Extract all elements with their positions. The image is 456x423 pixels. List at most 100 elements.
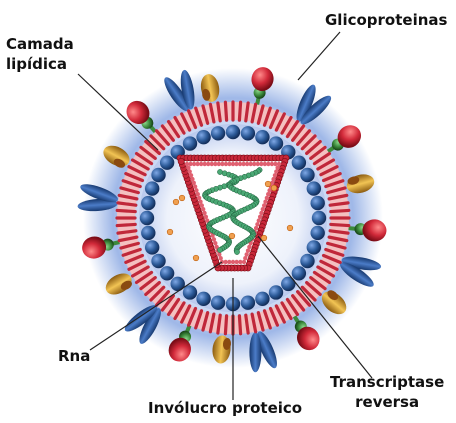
matrix-protein-bead xyxy=(241,295,255,309)
matrix-protein-bead xyxy=(141,196,155,210)
capsid-subunit-inner xyxy=(194,188,198,192)
matrix-protein-bead xyxy=(211,295,225,309)
enzyme-dot xyxy=(193,255,199,261)
capsid-subunit-inner xyxy=(196,192,200,196)
matrix-protein-bead xyxy=(269,285,283,299)
lipid-molecule xyxy=(239,316,240,334)
capsid-subunit-inner xyxy=(201,207,205,211)
capsid-subunit-inner xyxy=(273,173,277,177)
capsid-subunit-inner xyxy=(275,166,279,170)
capsid-subunit-inner xyxy=(218,256,222,260)
capsid-subunit-inner xyxy=(204,215,208,219)
enzyme-dot xyxy=(271,185,277,191)
matrix-protein-bead xyxy=(310,226,324,240)
capsid-subunit-inner xyxy=(257,218,261,222)
capsid-subunit-inner xyxy=(247,245,251,249)
label-rna: Rna xyxy=(58,346,90,366)
capsid-subunit-inner xyxy=(186,166,190,170)
capsid-subunit-inner xyxy=(193,184,197,188)
lipid-molecule xyxy=(225,102,226,120)
capsid-subunit-inner xyxy=(262,203,266,207)
capsid-subunit-inner xyxy=(244,252,248,256)
capsid-subunit-inner xyxy=(189,173,193,177)
capsid-subunit-inner xyxy=(217,252,221,256)
matrix-protein-bead xyxy=(255,130,269,144)
capsid-subunit-inner xyxy=(187,169,191,173)
lipid-molecule xyxy=(239,102,240,120)
matrix-protein-bead xyxy=(312,211,326,225)
rna-nucleotide xyxy=(217,247,222,252)
label-transcriptase-line1: Transcriptase xyxy=(330,372,444,392)
matrix-protein-bead xyxy=(292,156,306,170)
capsid-subunit-inner xyxy=(202,211,206,215)
matrix-protein-bead xyxy=(300,168,314,182)
matrix-protein-bead xyxy=(140,211,154,225)
capsid-subunit-inner xyxy=(277,162,281,166)
capsid-subunit-inner xyxy=(243,256,247,260)
lipid-molecule xyxy=(117,210,135,211)
label-glicoproteinas: Glicoproteinas xyxy=(325,10,447,30)
matrix-protein-bead xyxy=(310,196,324,210)
matrix-protein-bead xyxy=(292,266,306,280)
matrix-protein-bead xyxy=(171,277,185,291)
capsid-subunit xyxy=(178,158,184,164)
capsid-subunit-inner xyxy=(192,181,196,185)
matrix-protein-bead xyxy=(183,285,197,299)
capsid-subunit-inner xyxy=(263,199,267,203)
matrix-protein-bead xyxy=(145,181,159,195)
capsid-subunit-inner xyxy=(265,196,269,200)
lipid-molecule xyxy=(117,224,135,225)
capsid-subunit-inner xyxy=(258,215,262,219)
matrix-protein-bead xyxy=(281,277,295,291)
matrix-protein-bead xyxy=(300,254,314,268)
leader-glicoproteinas xyxy=(298,32,340,80)
matrix-protein-bead xyxy=(226,125,240,139)
lipid-molecule xyxy=(331,224,349,225)
enzyme-dot xyxy=(261,235,267,241)
matrix-protein-bead xyxy=(160,266,174,280)
enzyme-dot xyxy=(179,195,185,201)
capsid-subunit-inner xyxy=(274,169,278,173)
label-camada-line2: lipídica xyxy=(6,54,74,74)
blue-spike-lobe xyxy=(249,332,261,372)
matrix-protein-bead xyxy=(269,136,283,150)
matrix-protein-bead xyxy=(307,240,321,254)
label-camada-lipidica: Camada lipídica xyxy=(6,34,74,74)
matrix-protein-bead xyxy=(183,136,197,150)
matrix-protein-bead xyxy=(255,292,269,306)
enzyme-dot xyxy=(229,233,235,239)
matrix-protein-bead xyxy=(151,254,165,268)
capsid-subunit-inner xyxy=(190,177,194,181)
capsid-subunit-inner xyxy=(261,207,265,211)
enzyme-dot xyxy=(167,229,173,235)
label-transcriptase-reversa: Transcriptase reversa xyxy=(330,372,444,412)
lipid-molecule xyxy=(331,210,349,211)
capsid-subunit-inner xyxy=(212,237,216,241)
label-camada-line1: Camada xyxy=(6,34,74,54)
capsid-subunit-inner xyxy=(197,196,201,200)
label-involucro-proteico: Invólucro proteico xyxy=(148,398,302,418)
matrix-protein-bead xyxy=(211,126,225,140)
enzyme-dot xyxy=(173,199,179,205)
lipid-molecule xyxy=(225,316,226,334)
label-transcriptase-line2: reversa xyxy=(330,392,444,412)
capsid-subunit-inner xyxy=(266,192,270,196)
enzyme-dot xyxy=(265,181,271,187)
enzyme-dot xyxy=(287,225,293,231)
capsid-subunit-inner xyxy=(255,222,259,226)
matrix-protein-bead xyxy=(196,130,210,144)
capsid-subunit-inner xyxy=(259,211,263,215)
matrix-protein-bead xyxy=(241,126,255,140)
matrix-protein-bead xyxy=(141,226,155,240)
matrix-protein-bead xyxy=(196,292,210,306)
capsid-subunit-inner xyxy=(254,226,258,230)
matrix-protein-bead xyxy=(151,168,165,182)
capsid-subunit-inner xyxy=(198,199,202,203)
capsid-subunit-inner xyxy=(246,248,250,252)
matrix-protein-bead xyxy=(145,240,159,254)
capsid-subunit-inner xyxy=(271,177,275,181)
matrix-protein-bead xyxy=(307,181,321,195)
matrix-protein-bead xyxy=(160,156,174,170)
capsid-subunit-inner xyxy=(213,241,217,245)
capsid-subunit-inner xyxy=(200,203,204,207)
